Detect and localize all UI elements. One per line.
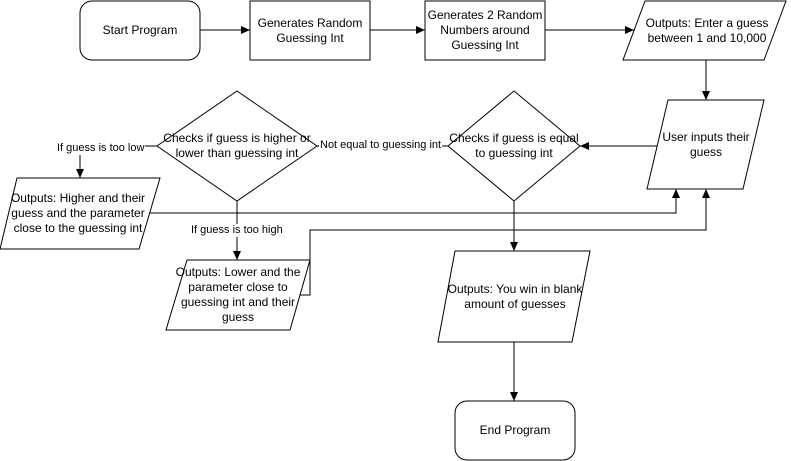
user-input-parallelogram [646, 99, 765, 190]
generate-random-process [249, 0, 371, 61]
check-equal-label: Checks if guess is equal to guessing int [449, 131, 579, 160]
start-label: Start Program [102, 23, 178, 37]
prompt-output-label: Outputs: Enter a guess between 1 and 10,… [645, 15, 769, 45]
edge-label-too-high: If guess is too high [190, 224, 284, 237]
output-win-parallelogram [437, 250, 591, 343]
edge-label-not-equal: Not equal to guessing int [319, 139, 443, 152]
end-label: End Program [479, 423, 551, 437]
connectors [76, 26, 710, 401]
output-higher-parallelogram [0, 177, 161, 250]
edge-label-too-low: If guess is too low [56, 142, 146, 155]
prompt-output-parallelogram [622, 0, 787, 61]
user-input-label: User inputs their guess [662, 129, 750, 159]
arrow-lower-to-input [300, 189, 710, 296]
arrow-higher-to-input [149, 189, 680, 214]
check-high-low-label: Checks if guess is higher or lower than … [163, 131, 311, 160]
generate-random-label: Generates Random Guessing Int [257, 15, 363, 45]
generate-two-process [424, 0, 546, 61]
output-lower-label: Outputs: Lower and the parameter close t… [175, 265, 301, 324]
output-lower-parallelogram [165, 259, 311, 331]
output-higher-label: Outputs: Higher and their guess and the … [10, 191, 146, 235]
end-terminal [454, 400, 576, 461]
output-win-label: Outputs: You win in blank amount of gues… [447, 282, 583, 311]
generate-two-label: Generates 2 Random Numbers around Guessi… [427, 8, 543, 52]
